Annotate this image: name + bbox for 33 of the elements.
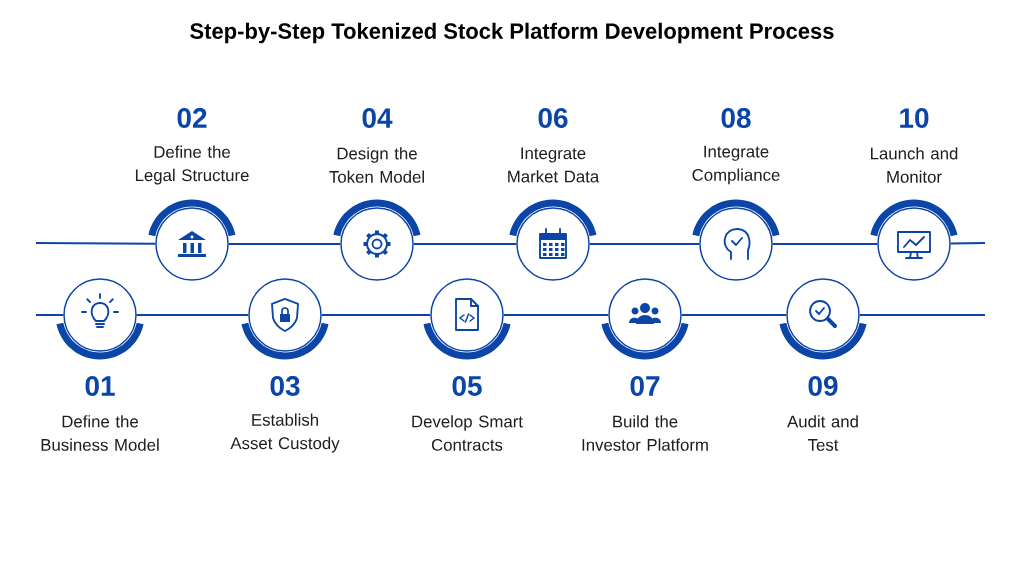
step-number: 05 xyxy=(452,376,482,396)
connector-line xyxy=(502,314,610,316)
connector-line xyxy=(858,314,986,316)
connector-line xyxy=(588,243,701,245)
connector-line xyxy=(771,243,879,245)
connector-line xyxy=(680,314,788,316)
connector-line xyxy=(135,314,250,316)
step-label: Develop Smart Contracts xyxy=(412,415,523,451)
step-label: Integrate Compliance xyxy=(692,145,780,185)
step-number: 10 xyxy=(900,108,929,128)
step-label: Establish Asset Custody xyxy=(230,413,340,453)
step-number: 06 xyxy=(538,108,568,128)
step-number: 01 xyxy=(85,376,115,396)
connector-line xyxy=(35,242,157,245)
step-label: Design the Token Model xyxy=(329,147,424,183)
step-number: 03 xyxy=(270,376,300,396)
step-label: Define the Business Model xyxy=(41,415,159,451)
step-label: Build the Investor Platform xyxy=(582,415,708,451)
step-label: Launch and Monitor xyxy=(871,147,958,183)
connector-line xyxy=(35,314,65,316)
title: Step-by-Step Tokenized Stock Platform Development Process xyxy=(190,22,834,44)
connector-line xyxy=(320,314,432,316)
connector-line xyxy=(227,243,342,245)
step-label: Integrate Market Data xyxy=(508,147,600,183)
step-number: 09 xyxy=(808,376,838,396)
connector-line xyxy=(412,243,518,245)
step-label: Define the Legal Structure xyxy=(135,145,249,185)
step-number: 08 xyxy=(721,108,751,128)
connector-line xyxy=(949,242,986,245)
step-number: 04 xyxy=(362,108,393,128)
step-label: Audit and Test xyxy=(787,415,858,451)
step-number: 02 xyxy=(177,108,207,128)
step-number: 07 xyxy=(630,376,660,396)
